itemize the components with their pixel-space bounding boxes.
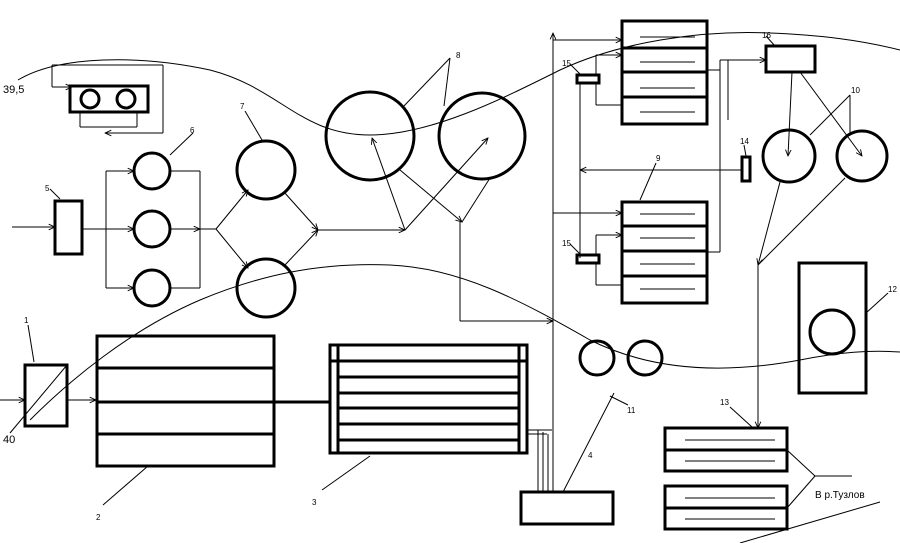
pump-unit-39 xyxy=(68,84,150,114)
label-13: 13 xyxy=(720,398,729,407)
leader-12 xyxy=(865,292,889,314)
pump-station-4 xyxy=(519,490,615,526)
leader-9 xyxy=(639,162,657,201)
unit-12-circle xyxy=(808,308,856,356)
digester-11b xyxy=(626,339,664,377)
leader-8b xyxy=(443,57,451,107)
branch-7b xyxy=(215,228,248,268)
merge-7b xyxy=(283,230,318,267)
pump-39b xyxy=(115,88,137,110)
pipe-16-10a xyxy=(788,71,793,156)
label-6: 6 xyxy=(190,126,195,135)
unit-10a xyxy=(761,128,817,184)
settler-7b xyxy=(235,257,297,319)
profile-curve-lower xyxy=(29,264,900,421)
elevation-bottom-label: 40 xyxy=(3,434,15,446)
inlet-chamber-1 xyxy=(23,363,69,428)
label-5: 5 xyxy=(45,184,50,193)
label-8: 8 xyxy=(456,51,461,60)
label-16: 16 xyxy=(762,31,771,40)
unit-15-top xyxy=(575,73,601,85)
unit-6a xyxy=(132,151,172,191)
leader-2 xyxy=(102,465,149,506)
digester-11a xyxy=(578,339,616,377)
outlet-river-b xyxy=(786,475,816,509)
merge-7a xyxy=(283,191,318,230)
leader-10a xyxy=(809,94,851,136)
leader-7 xyxy=(244,110,263,141)
aerotank-8a xyxy=(324,90,416,182)
label-12: 12 xyxy=(888,285,897,294)
unit-6c xyxy=(132,268,172,308)
leader-16 xyxy=(765,35,776,47)
label-14: 14 xyxy=(740,137,749,146)
elevation-top-label: 39,5 xyxy=(3,84,24,96)
aerotank-8b xyxy=(437,91,527,181)
label-3: 3 xyxy=(312,498,317,507)
unit-5 xyxy=(53,199,84,256)
label-2: 2 xyxy=(96,513,101,522)
unit-6b xyxy=(132,209,172,249)
leader-6 xyxy=(169,132,194,156)
label-10: 10 xyxy=(851,86,860,95)
out-8a xyxy=(399,169,462,222)
label-9: 9 xyxy=(656,154,661,163)
label-15-top: 15 xyxy=(562,59,571,68)
tank-3 xyxy=(328,343,529,455)
unit-16 xyxy=(764,44,817,74)
label-15-bottom: 15 xyxy=(562,239,571,248)
unit-15-bottom xyxy=(575,253,601,265)
outlet-river-lower xyxy=(739,501,881,543)
inlet-diagonal xyxy=(9,364,68,434)
feed-8a xyxy=(372,138,406,231)
unit-12 xyxy=(797,261,868,395)
unit-10b xyxy=(835,129,889,183)
leader-11 xyxy=(609,395,629,406)
profile-curve-upper xyxy=(17,32,900,136)
leader-15b xyxy=(569,243,581,255)
label-7: 7 xyxy=(240,102,245,111)
branch-7a xyxy=(215,190,248,230)
leader-4 xyxy=(562,392,615,493)
out-8b xyxy=(461,177,491,223)
leader-14 xyxy=(743,144,747,157)
leader-8a xyxy=(402,57,451,108)
leader-13 xyxy=(729,406,753,428)
out-10b xyxy=(757,177,846,266)
label-1: 1 xyxy=(24,316,29,325)
unit-14 xyxy=(740,155,752,183)
out-10a xyxy=(758,181,781,265)
river-outlet-label: В р.Тузлов xyxy=(815,490,865,501)
pump-39a xyxy=(79,88,101,110)
leader-15a xyxy=(569,63,581,75)
label-11: 11 xyxy=(627,406,636,415)
leader-5 xyxy=(49,188,61,200)
feed-8b xyxy=(404,138,488,231)
outlet-river-a xyxy=(786,449,816,477)
settler-7a xyxy=(235,139,297,201)
leader-3 xyxy=(321,455,371,491)
label-4: 4 xyxy=(588,451,593,460)
leader-1 xyxy=(27,324,35,363)
